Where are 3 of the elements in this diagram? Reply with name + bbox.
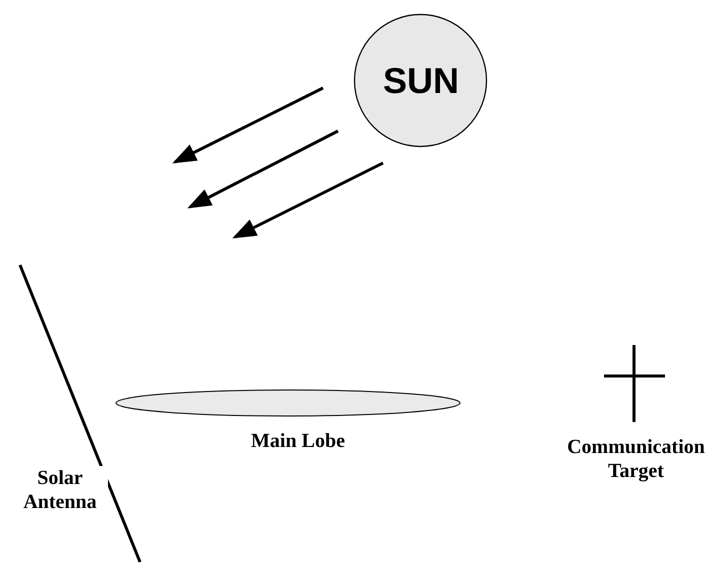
lobe-label: Main Lobe (250, 429, 346, 453)
sun-label: SUN (382, 61, 460, 101)
target-label: Communication Target (566, 435, 706, 483)
